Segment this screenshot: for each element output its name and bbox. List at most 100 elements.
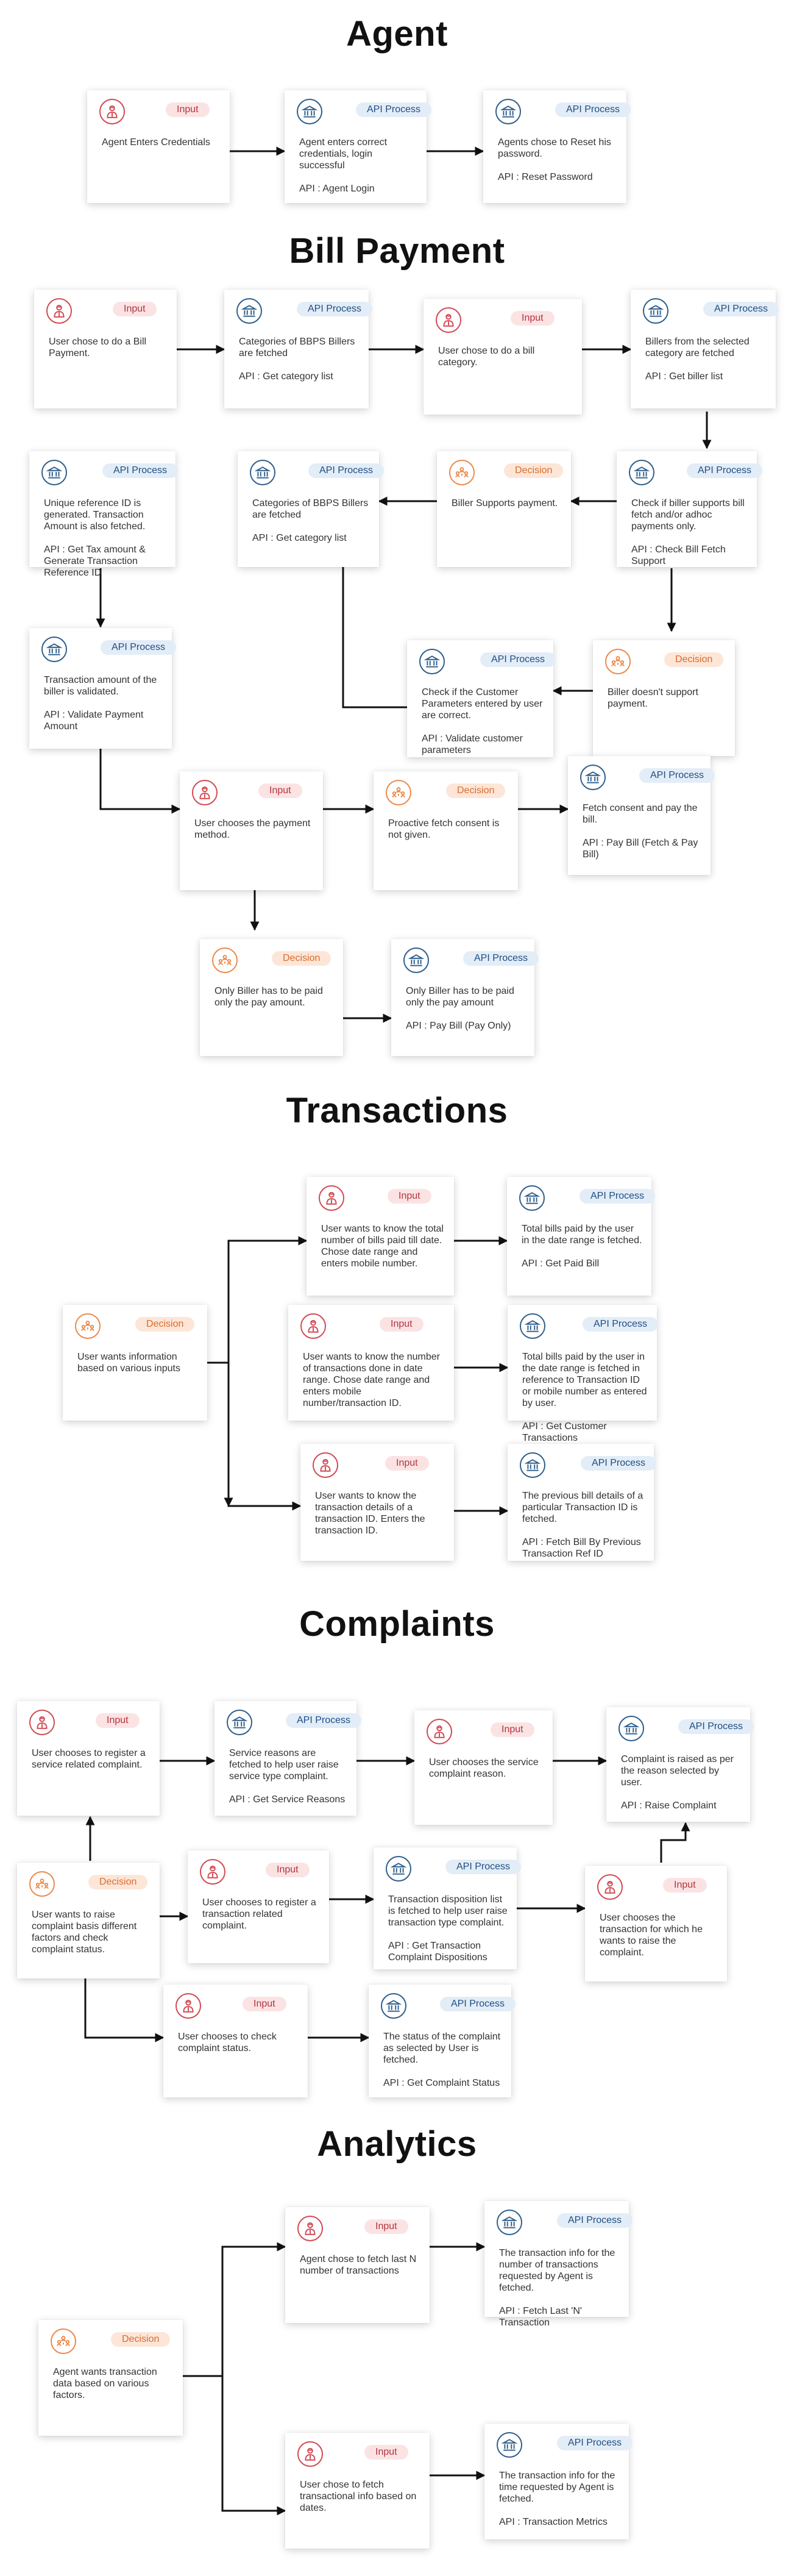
api-name: API : Validate Payment Amount (44, 710, 144, 732)
bank-icon (381, 1993, 406, 2019)
api-name: API : Get Complaint Status (383, 2078, 500, 2088)
card-description: Transaction amount of the biller is vali… (44, 674, 163, 732)
api-name: API : Pay Bill (Fetch & Pay Bill) (583, 838, 698, 860)
user-icon (436, 307, 461, 333)
card-text: Transaction disposition list is fetched … (388, 1894, 508, 1928)
card-description: User chooses to register a service relat… (32, 1747, 151, 1771)
decision-badge: Decision (664, 652, 724, 667)
card-description: User wants information based on various … (77, 1351, 199, 1374)
api-name: API : Get Service Reasons (229, 1794, 346, 1805)
bank-icon (41, 637, 67, 662)
card-text: User chose to do a bill category. (438, 346, 535, 368)
api-badge: API Process (101, 640, 177, 655)
decision-badge: Decision (504, 463, 564, 478)
card-description: Service reasons are fetched to help user… (229, 1747, 348, 1805)
user-icon (175, 1993, 201, 2019)
api-badge: API Process (555, 102, 631, 117)
api-badge: API Process (557, 2436, 633, 2450)
card-text: The status of the complaint as selected … (383, 2032, 501, 2065)
user-icon (319, 1185, 344, 1211)
decision-badge: Decision (88, 1875, 148, 1889)
card-description: User wants to raise complaint basis diff… (32, 1909, 151, 1955)
card-text: Fetch consent and pay the bill. (583, 803, 698, 825)
arrow-cp8-cp4 (660, 1822, 690, 1863)
input-badge: Input (243, 1997, 286, 2011)
api-badge: API Process (687, 463, 763, 478)
card-text: Complaint is raised as per the reason se… (621, 1754, 734, 1788)
bank-icon (643, 298, 668, 324)
bank-icon (386, 1856, 411, 1882)
user-icon (427, 1719, 452, 1744)
input-badge: Input (385, 1456, 429, 1471)
card-text: User chose to fetch transactional info b… (300, 2480, 417, 2513)
card-description: User chooses the payment method. (194, 818, 314, 841)
arrow-cp5-cp9 (84, 1969, 165, 2043)
card-text: Check if the Customer Parameters entered… (422, 687, 543, 721)
bank-icon (520, 1452, 545, 1478)
card-text: User wants to raise complaint basis diff… (32, 1910, 137, 1955)
input-badge: Input (511, 311, 555, 326)
card-description: User wants to know the total number of b… (321, 1223, 445, 1269)
bank-icon (519, 1185, 545, 1211)
bank-icon (495, 99, 521, 124)
bank-icon (619, 1716, 644, 1741)
api-badge: API Process (581, 1456, 657, 1471)
card-text: User wants to know the number of transac… (303, 1352, 440, 1408)
api-name: API : Validate customer parameters (422, 733, 523, 755)
card-description: The previous bill details of a particula… (522, 1490, 645, 1560)
card-description: Total bills paid by the user in the date… (522, 1351, 648, 1444)
decision-badge: Decision (446, 783, 506, 798)
decision-badge: Decision (272, 951, 331, 966)
section-title-agent: Agent (346, 14, 448, 54)
card-text: Only Biller has to be paid only the pay … (214, 986, 323, 1008)
input-badge: Input (491, 1722, 534, 1737)
section-title-complaints: Complaints (299, 1604, 495, 1644)
card-text: Agent enters correct credentials, login … (299, 137, 388, 171)
api-name: API : Get Tax amount & Generate Transact… (44, 544, 146, 578)
card-description: Agents chose to Reset his password.API :… (498, 137, 618, 183)
card-text: Agent wants transaction data based on va… (53, 2367, 157, 2400)
card-description: Check if the Customer Parameters entered… (422, 687, 545, 756)
api-badge: API Process (356, 102, 432, 117)
card-text: Agent chose to fetch last N number of tr… (300, 2254, 417, 2276)
input-badge: Input (663, 1878, 707, 1893)
api-name: API : Pay Bill (Pay Only) (406, 1021, 511, 1031)
card-description: Only Biller has to be paid only the pay … (214, 985, 335, 1008)
card-text: Total bills paid by the user in the date… (522, 1352, 647, 1408)
card-text: Agents chose to Reset his password. (498, 137, 611, 159)
user-icon (297, 2216, 323, 2241)
card-description: User chooses the transaction for which h… (600, 1912, 718, 1958)
card-description: Agent Enters Credentials (102, 137, 221, 148)
card-description: The transaction info for the number of t… (499, 2247, 620, 2328)
api-name: API : Get biller list (645, 371, 723, 382)
decision-badge: Decision (135, 1317, 195, 1332)
user-icon (300, 1313, 326, 1339)
card-text: Categories of BBPS Billers are fetched (239, 337, 355, 359)
input-badge: Input (266, 1863, 310, 1877)
card-text: User wants to know the total number of b… (321, 1224, 444, 1269)
card-description: Agent enters correct credentials, login … (299, 137, 418, 194)
card-text: The previous bill details of a particula… (522, 1491, 643, 1524)
bank-icon (227, 1710, 252, 1735)
card-text: Check if biller supports bill fetch and/… (631, 498, 745, 532)
bank-icon (41, 460, 67, 485)
api-badge: API Process (308, 463, 385, 478)
card-text: User chooses the service complaint reaso… (429, 1757, 539, 1779)
bank-icon (497, 2210, 522, 2235)
